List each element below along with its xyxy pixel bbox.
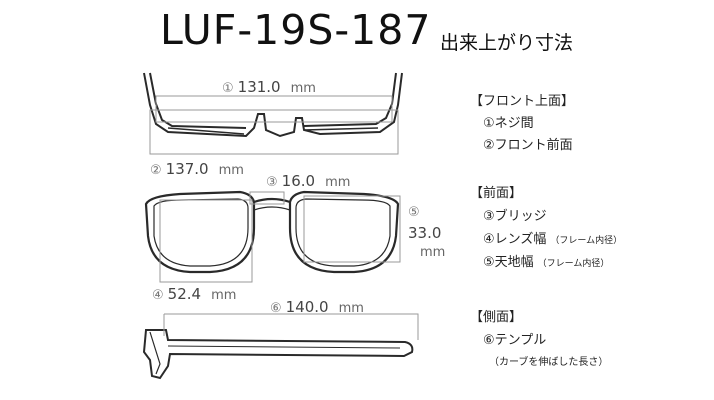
- legend-heading-front-top: 【フロント上面】: [470, 94, 575, 109]
- legend-item-front-width: ②フロント前面: [483, 138, 573, 153]
- legend-item-temple: ⑥テンプル: [483, 333, 547, 348]
- legend-heading-front: 【前面】: [470, 186, 523, 201]
- legend-item-bridge: ③ブリッジ: [483, 209, 547, 224]
- top-view-glasses: [143, 72, 403, 138]
- legend-item-lens-height: ⑤天地幅（フレーム内径）: [483, 255, 610, 270]
- side-view-guides: [163, 313, 419, 340]
- page-subtitle: 出来上がり寸法: [440, 32, 574, 54]
- front-view-guides: [159, 191, 401, 283]
- legend-note-temple: （カーブを伸ばした長さ）: [489, 357, 609, 368]
- product-title: LUF-19S-187: [160, 6, 432, 54]
- top-view-guides: [149, 95, 399, 155]
- side-view-glasses: [142, 329, 414, 380]
- legend-item-lens-width: ④レンズ幅（フレーム内径）: [483, 232, 623, 247]
- legend-item-screw-distance: ①ネジ間: [483, 116, 534, 131]
- legend-heading-side: 【側面】: [470, 310, 523, 325]
- dimension-label-5: ⑤ 33.0 mm: [408, 205, 446, 260]
